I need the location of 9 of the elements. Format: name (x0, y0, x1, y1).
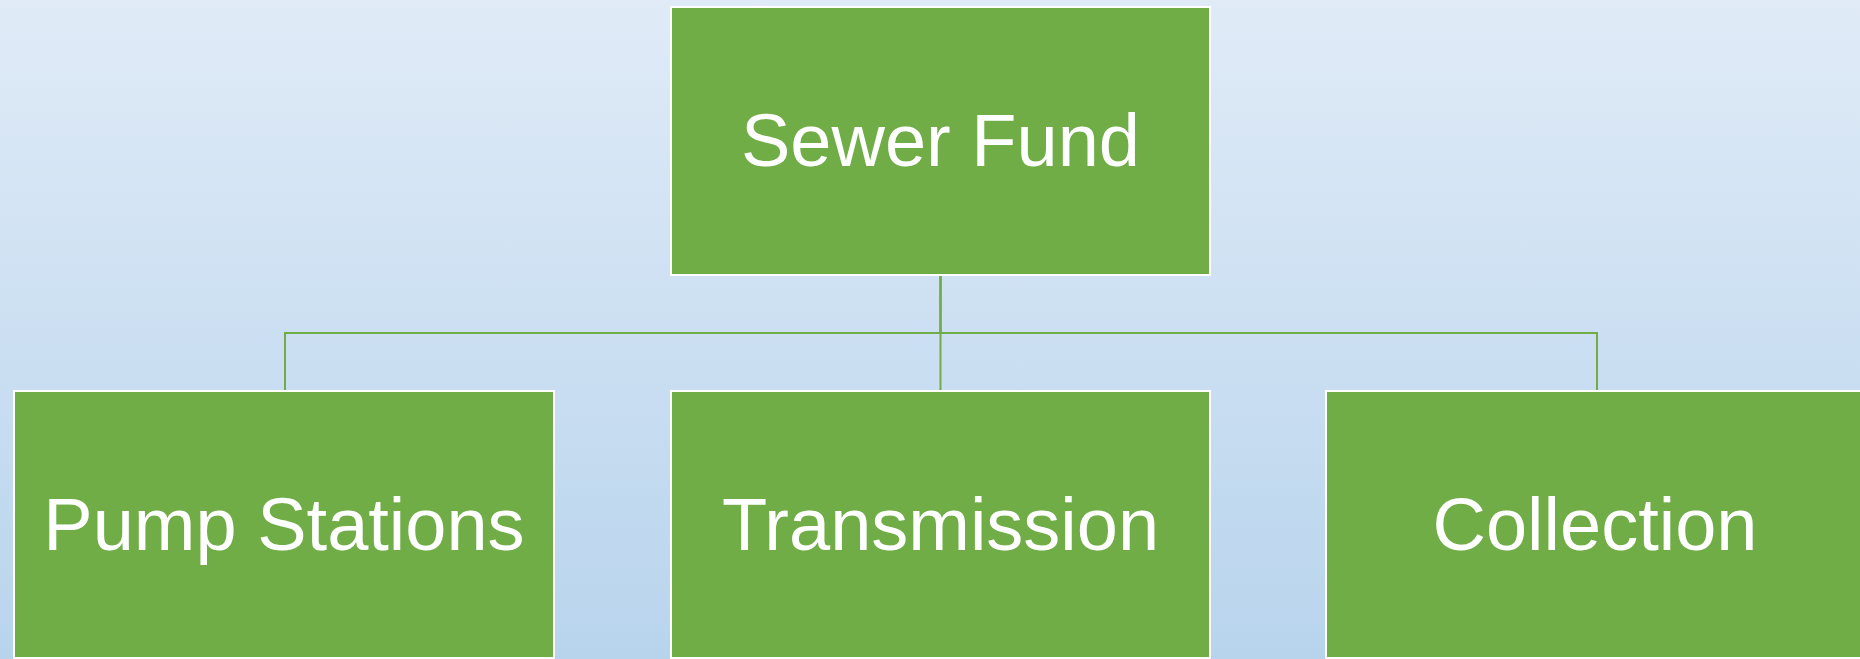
box-label: Pump Stations (43, 481, 525, 568)
org-box (1325, 390, 1860, 659)
box-label: Sewer Fund (741, 98, 1140, 184)
org-box (13, 390, 555, 659)
org-box (670, 390, 1211, 659)
box-label: Transmission (721, 481, 1160, 568)
box-label: Collection (1432, 481, 1758, 568)
connector-line (939, 275, 1598, 391)
org-box (670, 6, 1211, 276)
